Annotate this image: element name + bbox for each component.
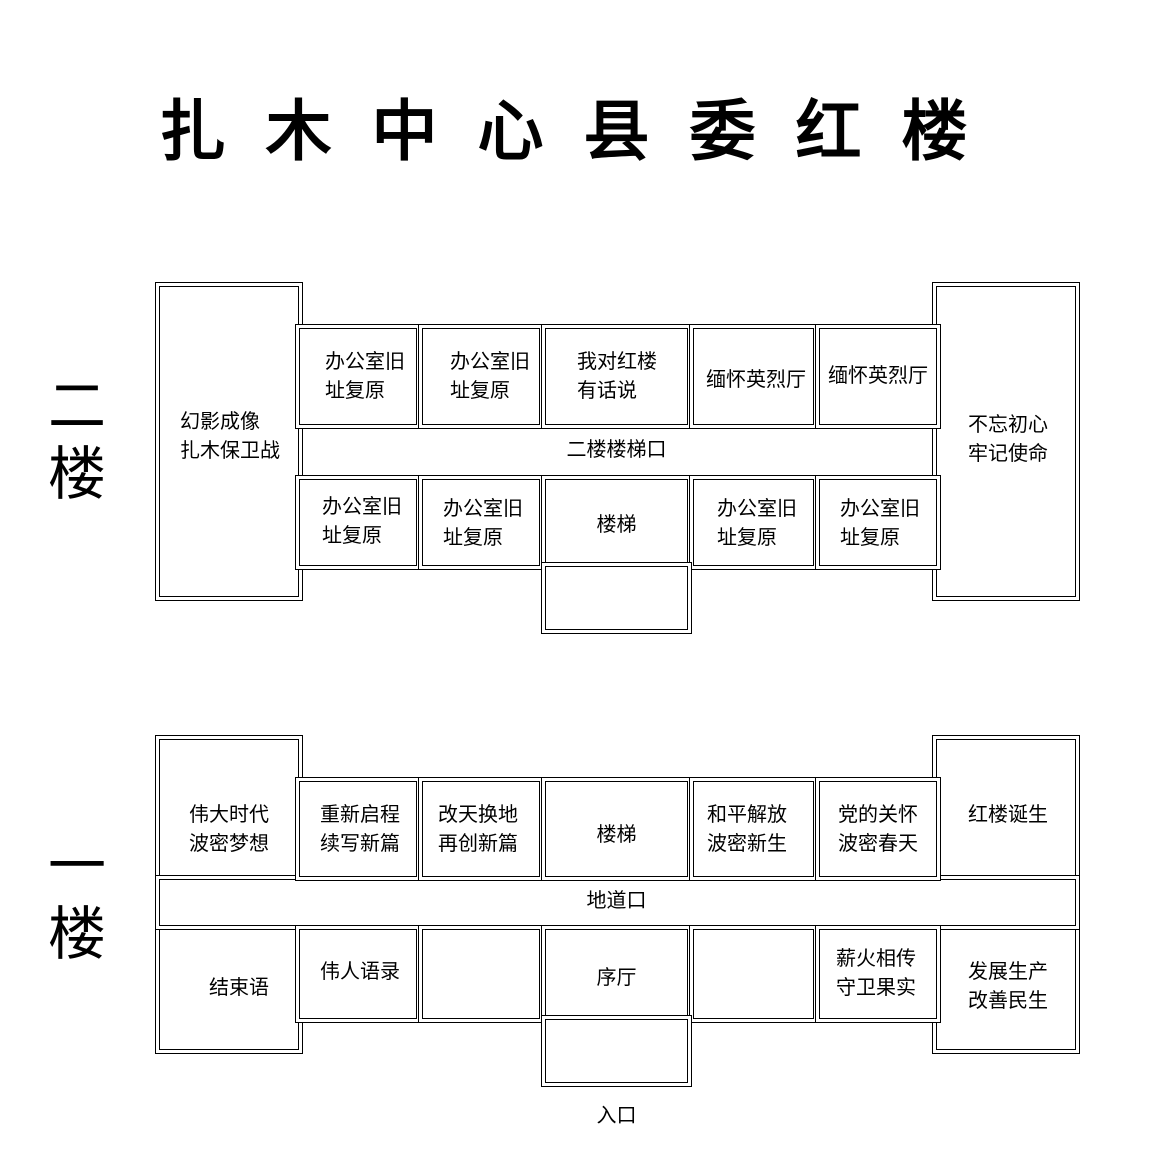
label-room-first-top-5: 党的关怀 波密春天 <box>838 804 918 855</box>
floor-label-first: 一 楼 <box>42 832 112 968</box>
room-first-left-top <box>155 735 303 881</box>
label-room-first-bottom-1: 伟人语录 <box>320 961 400 983</box>
room-second-top-4 <box>689 324 818 429</box>
room-second-top-2 <box>418 324 544 429</box>
floor-label-text: 二 楼 <box>47 372 106 508</box>
label-room-second-top-5: 缅怀英烈厅 <box>828 365 928 387</box>
stair-annex-second <box>541 562 692 634</box>
floor-label-second: 二 楼 <box>42 372 112 508</box>
room-first-right-bottom <box>932 925 1080 1054</box>
label-room-first-stair: 楼梯 <box>596 824 637 846</box>
room-first-top-2 <box>418 777 544 881</box>
label-room-first-top-2: 改天换地 再创新篇 <box>438 804 518 855</box>
label-room-first-bottom-5: 薪火相传 守卫果实 <box>836 948 916 999</box>
label-room-second-top-2: 办公室旧 址复原 <box>450 351 530 402</box>
room-first-bottom-1 <box>295 925 421 1023</box>
room-second-bottom-1 <box>295 475 421 570</box>
label-room-second-bottom-1: 办公室旧 址复原 <box>322 496 402 547</box>
label-entrance: 入口 <box>596 1105 637 1127</box>
label-room-first-right-top: 红楼诞生 <box>968 804 1048 826</box>
entrance-annex <box>541 1015 692 1087</box>
label-room-first-left-top: 伟大时代 波密梦想 <box>189 804 269 855</box>
room-first-top-1 <box>295 777 421 881</box>
room-first-bottom-2 <box>418 925 544 1023</box>
room-second-bottom-2 <box>418 475 544 570</box>
label-room-first-left-bottom: 结束语 <box>209 977 269 999</box>
room-first-stair <box>541 777 692 881</box>
label-room-second-bottom-5: 办公室旧 址复原 <box>840 498 920 549</box>
label-corridor-first: 地道口 <box>586 890 647 912</box>
label-room-first-top-4: 和平解放 波密新生 <box>707 804 787 855</box>
hall-left-second <box>155 282 303 601</box>
room-first-bottom-4 <box>689 925 818 1023</box>
room-first-top-5 <box>815 777 941 881</box>
hall-right-second <box>932 282 1080 601</box>
label-room-second-bottom-4: 办公室旧 址复原 <box>717 498 797 549</box>
label-room-second-top-1: 办公室旧 址复原 <box>325 351 405 402</box>
label-room-first-right-bottom: 发展生产 改善民生 <box>968 961 1048 1012</box>
label-hall-left-second: 幻影成像 扎木保卫战 <box>180 411 280 462</box>
room-second-bottom-5 <box>815 475 941 570</box>
label-room-second-top-4: 缅怀英烈厅 <box>706 369 806 391</box>
label-room-second-bottom-2: 办公室旧 址复原 <box>443 498 523 549</box>
room-second-top-5 <box>815 324 941 429</box>
room-first-top-4 <box>689 777 818 881</box>
label-room-first-lobby: 序厅 <box>596 967 637 989</box>
room-second-top-1 <box>295 324 421 429</box>
page-title: 扎木中心县委红楼 <box>159 92 1008 170</box>
room-second-top-3 <box>541 324 692 429</box>
label-room-second-stair: 楼梯 <box>596 514 637 536</box>
label-hall-right-second: 不忘初心 牢记使命 <box>968 414 1048 465</box>
label-corridor-second: 二楼楼梯口 <box>566 439 667 461</box>
label-room-second-top-3: 我对红楼 有话说 <box>577 351 657 402</box>
room-first-bottom-5 <box>815 925 941 1023</box>
floor-label-text: 一 楼 <box>47 832 106 968</box>
label-room-first-top-1: 重新启程 续写新篇 <box>320 804 400 855</box>
